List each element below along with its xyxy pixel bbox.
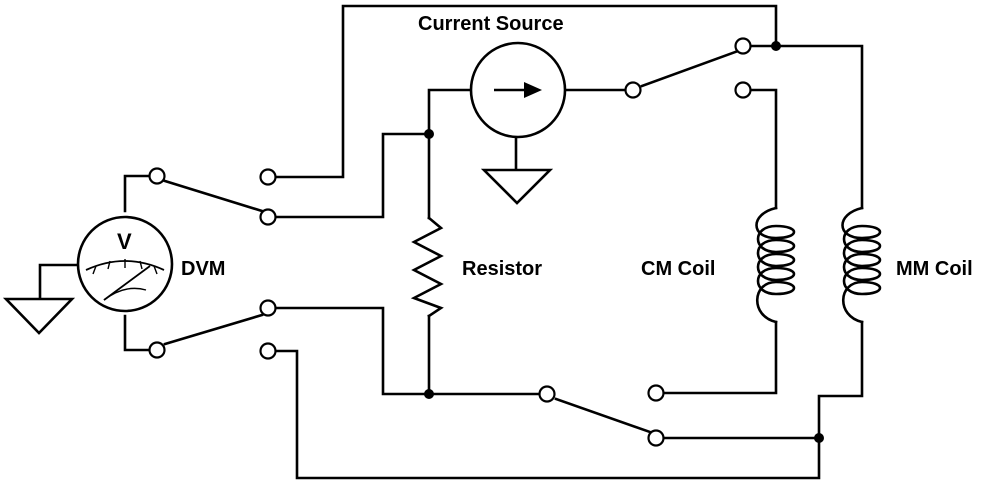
- switch-terminal: [647, 429, 665, 447]
- ground-icon: [480, 168, 554, 205]
- switch-terminal: [624, 81, 642, 99]
- mm-coil-label: MM Coil: [896, 258, 973, 280]
- wiring: [38, 4, 864, 480]
- junction-dot: [424, 389, 434, 399]
- cm-coil-symbol: [755, 206, 796, 324]
- ground-icon: [2, 297, 76, 335]
- switch-terminal: [148, 167, 166, 185]
- switch-terminal: [538, 385, 556, 403]
- switch-terminal: [259, 208, 277, 226]
- meter-v-label: V: [117, 229, 132, 254]
- switch-terminal: [647, 384, 665, 402]
- switch-terminal: [259, 299, 277, 317]
- junction-dot: [771, 41, 781, 51]
- switch-terminals: [148, 37, 752, 447]
- junction-dot: [814, 433, 824, 443]
- switch-terminal: [734, 37, 752, 55]
- dvm-bottom-switch-blade: [163, 313, 264, 346]
- switch-terminal: [148, 341, 166, 359]
- junction-dots: [424, 41, 824, 443]
- coil-return-switch-blade: [554, 397, 652, 434]
- switch-blades: [163, 49, 740, 434]
- switch-terminal: [259, 342, 277, 360]
- cm-coil-label: CM Coil: [641, 258, 715, 280]
- dvm-top-switch-blade: [163, 179, 264, 213]
- current-source-symbol: [469, 41, 567, 139]
- resistor-label: Resistor: [462, 258, 542, 280]
- junction-dot: [424, 129, 434, 139]
- voltmeter-symbol: V: [76, 215, 174, 313]
- current-source-label: Current Source: [418, 13, 564, 35]
- switch-terminal: [734, 81, 752, 99]
- dvm-label: DVM: [181, 258, 225, 280]
- switch-terminal: [259, 168, 277, 186]
- mm-coil-symbol: [841, 206, 882, 324]
- resistor-zigzag: [410, 216, 444, 318]
- current-arrow-icon: [524, 82, 542, 98]
- coil-source-switch-blade: [640, 49, 740, 88]
